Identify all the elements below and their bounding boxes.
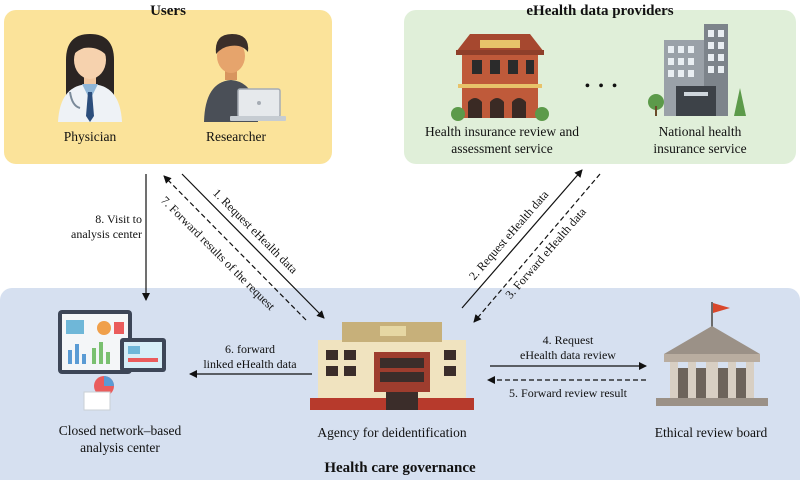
users-region [4,10,332,164]
arrow-step-7 [163,175,307,321]
researcher-label: Researcher [206,129,266,144]
nhis-building-icon [648,24,746,116]
researcher-icon [204,34,286,122]
ethics-label: Ethical review board [654,425,768,440]
analysis-center-icon [58,310,166,411]
providers-ellipsis: • • • [584,78,620,95]
step-5-label: 5. Forward review result [509,386,627,400]
physician-icon [58,34,122,122]
users-title: Users [150,3,186,19]
arrow-step-3 [473,173,601,323]
arrow-step-2 [461,169,583,309]
arrow-step-1 [181,173,325,319]
agency-label: Agency for deidentification [317,425,467,440]
providers-title: eHealth data providers [526,3,674,19]
agency-building-icon [310,322,474,410]
ethics-board-icon [656,302,768,406]
hira-building-icon [451,34,549,121]
governance-title: Health care governance [324,460,476,476]
physician-label: Physician [63,129,117,144]
